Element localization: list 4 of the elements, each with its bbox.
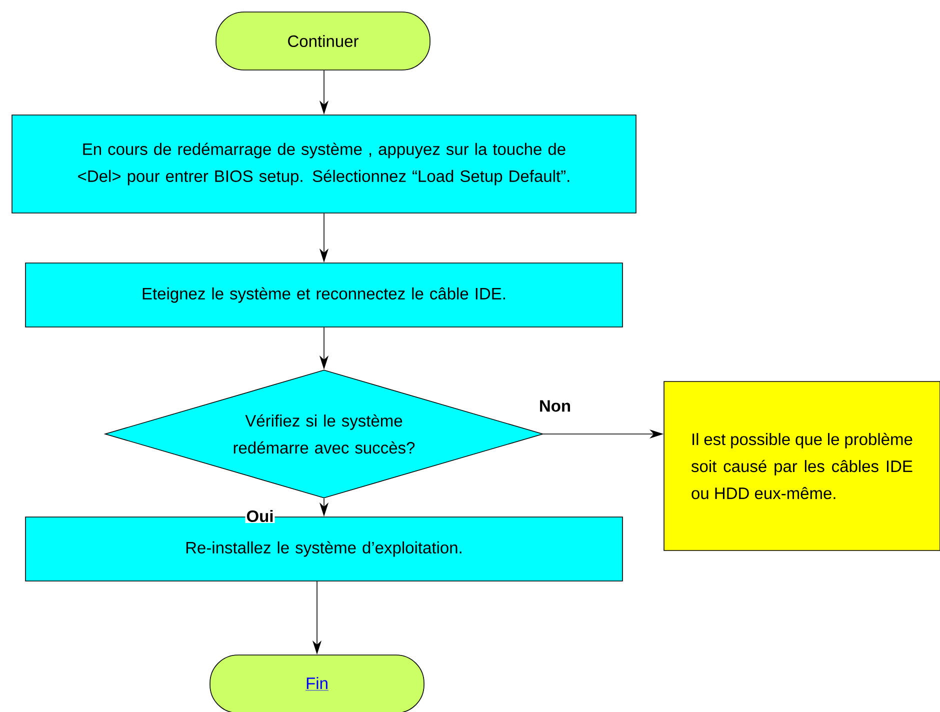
note-box: Il est possible que le problème soit causé par les câbles IDE ou HDD eux-même.	[664, 381, 940, 551]
process-box: Eteignez le système et reconnectez le câble IDE.	[25, 262, 623, 328]
process-box: En cours de redémarrage de système , appuyez sur la touche de <Del> pour entrer BIOS setup. Sélectionnez “Load Setup Default”.	[12, 114, 636, 214]
edge-label: Oui	[245, 508, 275, 524]
